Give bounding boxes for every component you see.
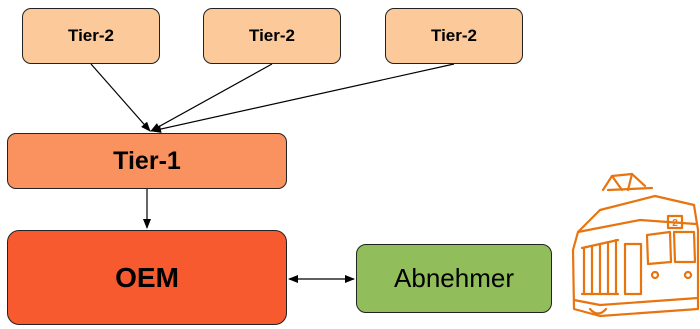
arrow-tier2-left-to-tier1 xyxy=(90,63,151,132)
arrow-tier2-middle-to-tier1 xyxy=(150,63,273,132)
tram-route-number: 2 xyxy=(672,218,678,229)
tier2-node-middle: Tier-2 xyxy=(203,8,341,64)
oem-node: OEM xyxy=(7,230,287,325)
arrow-tier2-right-to-tier1 xyxy=(151,63,455,133)
tier1-label: Tier-1 xyxy=(113,146,181,175)
abnehmer-label: Abnehmer xyxy=(394,263,514,293)
tier1-node: Tier-1 xyxy=(7,133,287,189)
abnehmer-node: Abnehmer xyxy=(356,244,552,313)
tier2-node-right: Tier-2 xyxy=(385,8,523,64)
tier2-label: Tier-2 xyxy=(249,26,295,45)
tier2-label: Tier-2 xyxy=(68,26,114,45)
tier2-node-left: Tier-2 xyxy=(22,8,160,64)
tier2-label: Tier-2 xyxy=(431,26,477,45)
oem-label: OEM xyxy=(115,261,179,293)
